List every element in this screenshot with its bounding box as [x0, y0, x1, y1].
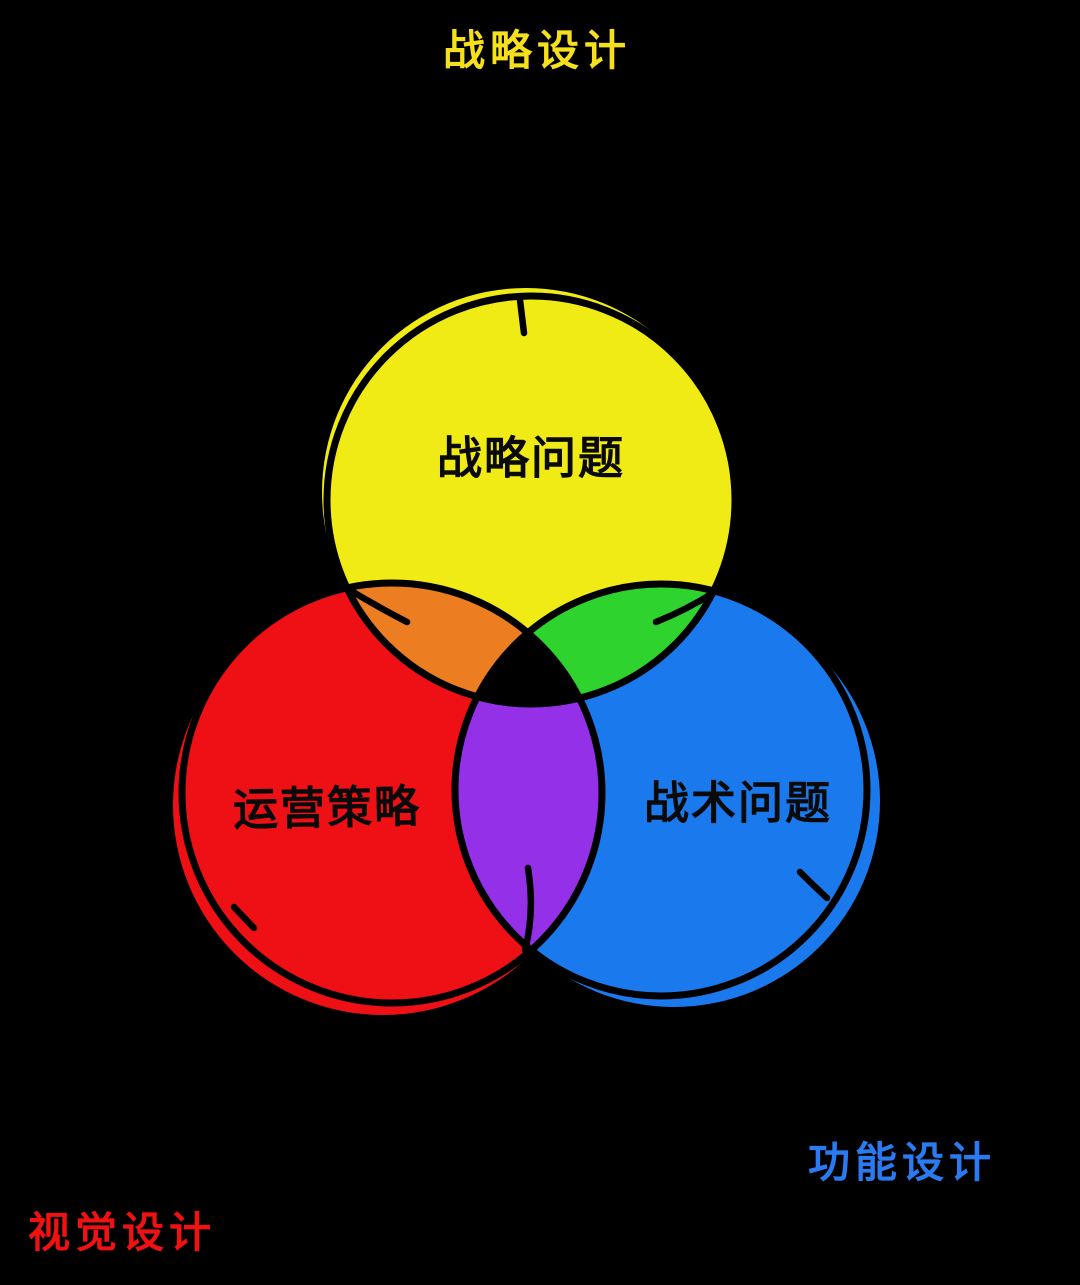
tactics-circle-outline [451, 580, 871, 1000]
tick-marks [230, 296, 831, 954]
label-tactical-issues: 战术问题 [643, 776, 833, 830]
tick-tactics-edge [796, 868, 831, 902]
label-operations-strategy: 运营策略 [232, 779, 422, 837]
overlap-center [455, 584, 602, 704]
tick-overlap-purple [521, 864, 535, 954]
label-strategic-design: 战略设计 [442, 26, 632, 75]
tick-strategy-top [516, 296, 528, 337]
operations-circle-outline [178, 579, 606, 1007]
tick-operations-edge [230, 903, 258, 932]
tick-overlap-green [652, 589, 717, 626]
overlap-center-group [455, 584, 602, 704]
label-visual-design: 视觉设计 [27, 1208, 217, 1257]
label-functional-design: 功能设计 [807, 1138, 997, 1187]
strategy-circle-outline [323, 292, 739, 708]
circle-outlines [178, 292, 871, 1007]
label-strategy-issues: 战略问题 [436, 431, 626, 485]
tick-overlap-orange [344, 585, 411, 626]
